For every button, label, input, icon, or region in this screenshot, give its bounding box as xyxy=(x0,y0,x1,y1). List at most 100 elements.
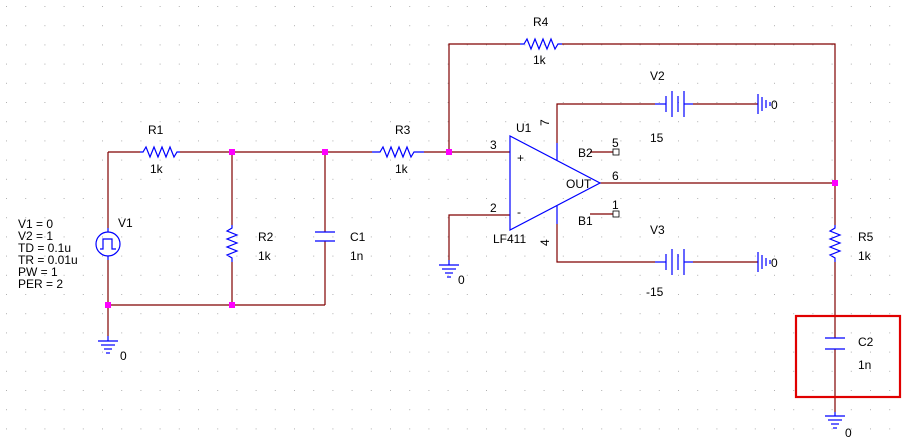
grid-dot xyxy=(121,313,123,315)
grid-dot xyxy=(716,332,718,334)
grid-dot xyxy=(332,178,334,180)
grid-dot xyxy=(409,102,411,103)
opamp-minus-label: - xyxy=(517,205,521,219)
grid-dot xyxy=(505,390,507,391)
grid-dot xyxy=(831,332,833,334)
grid-dot xyxy=(562,236,564,238)
grid-dot xyxy=(44,159,46,161)
grid-dot xyxy=(102,6,103,7)
grid-dot xyxy=(524,255,526,257)
grid-dot xyxy=(466,6,468,7)
grid-dot xyxy=(793,313,795,315)
v2-value: 15 xyxy=(650,131,664,145)
grid-dot xyxy=(466,44,468,46)
resistor-r4[interactable]: R4 1k xyxy=(520,15,562,67)
capacitor-c2[interactable]: C2 1n xyxy=(825,335,874,372)
grid-dot xyxy=(198,102,199,103)
grid-dot xyxy=(850,6,852,7)
grid-dot xyxy=(831,6,833,7)
grid-dot xyxy=(870,370,871,372)
grid-dot xyxy=(793,274,795,276)
grid-dot xyxy=(102,63,103,65)
grid-dot xyxy=(601,178,603,180)
wire-r4-right[interactable] xyxy=(562,43,836,225)
capacitor-c1[interactable]: C1 1n xyxy=(315,230,366,263)
battery-v2[interactable]: V2 15 xyxy=(650,69,693,145)
grid-dot xyxy=(447,313,449,315)
grid-dot xyxy=(831,274,833,276)
grid-dot xyxy=(217,63,219,65)
grid-dot xyxy=(44,44,46,46)
grid-dot xyxy=(562,370,564,372)
grid-dot xyxy=(716,428,718,430)
resistor-r2[interactable]: R2 1k xyxy=(225,225,274,263)
grid-dot xyxy=(716,313,718,315)
grid-dot xyxy=(351,82,353,84)
grid-dot xyxy=(831,370,833,372)
c2-value: 1n xyxy=(858,358,871,372)
opamp-u1[interactable]: + - OUT B2 B1 U1 LF411 3 2 6 7 4 5 1 xyxy=(490,119,620,246)
grid-dot xyxy=(678,351,679,353)
grid-dot xyxy=(140,294,142,295)
grid-dot xyxy=(121,332,123,334)
resistor-r1[interactable]: R1 1k xyxy=(140,123,180,176)
resistor-r5[interactable]: R5 1k xyxy=(828,225,874,263)
grid-dot xyxy=(390,313,391,315)
grid-dot xyxy=(217,370,219,372)
grid-dot xyxy=(697,370,699,372)
r4-ref: R4 xyxy=(533,15,549,29)
grid-dot xyxy=(658,236,660,238)
grid-dot xyxy=(524,351,526,353)
grid-dot xyxy=(332,82,334,84)
grid-dot xyxy=(678,236,679,238)
wire-minus-to-ground[interactable] xyxy=(448,214,510,260)
ground-symbol[interactable]: 0 xyxy=(757,252,778,272)
grid-dot xyxy=(620,370,622,372)
grid-dot xyxy=(409,255,411,257)
pin-terminal[interactable] xyxy=(612,148,620,156)
grid-dot xyxy=(428,121,430,123)
resistor-r3[interactable]: R3 1k xyxy=(372,123,424,176)
pin-terminal[interactable] xyxy=(612,210,620,218)
grid-dot xyxy=(658,159,660,161)
ground-symbol[interactable]: 0 xyxy=(439,260,465,287)
wire-vplus[interactable] xyxy=(556,103,655,143)
wire-r4-left[interactable] xyxy=(448,43,520,152)
grid-dot xyxy=(850,63,852,65)
ground-label: 0 xyxy=(771,256,778,270)
grid-dot xyxy=(409,428,411,430)
grid-dot xyxy=(25,217,27,219)
grid-dot xyxy=(198,121,199,123)
grid-dot xyxy=(735,351,737,353)
ground-symbol[interactable]: 0 xyxy=(98,336,127,363)
v1-ref: V1 xyxy=(118,216,133,230)
grid-dot xyxy=(390,6,391,7)
grid-dot xyxy=(409,351,411,353)
grid-dot xyxy=(159,102,161,103)
battery-v3[interactable]: V3 -15 xyxy=(646,223,693,299)
ground-symbol[interactable]: 0 xyxy=(757,94,778,114)
grid-dot xyxy=(850,428,852,430)
grid-dot xyxy=(831,236,833,238)
grid-dot xyxy=(6,217,7,219)
grid-dot xyxy=(236,102,238,103)
grid-dot xyxy=(390,409,391,411)
wire-vminus[interactable] xyxy=(556,224,655,263)
grid-dot xyxy=(754,390,756,391)
grid-dot xyxy=(198,428,199,430)
grid-dot xyxy=(274,140,276,142)
grid-dot xyxy=(198,294,199,295)
grid-dot xyxy=(236,255,238,257)
grid-dot xyxy=(178,274,180,276)
grid-dot xyxy=(274,255,276,257)
grid-dot xyxy=(313,121,315,123)
ground-symbol[interactable]: 0 xyxy=(825,412,852,440)
grid-dot xyxy=(735,6,737,7)
grid-dot xyxy=(409,44,411,46)
grid-dot xyxy=(236,390,238,391)
grid-dot xyxy=(332,217,334,219)
v1-source[interactable]: V1 V1 = 0 V2 = 1 TD = 0.1u TR = 0.01u PW… xyxy=(18,216,133,291)
grid-dot xyxy=(447,428,449,430)
grid-dot xyxy=(524,82,526,84)
